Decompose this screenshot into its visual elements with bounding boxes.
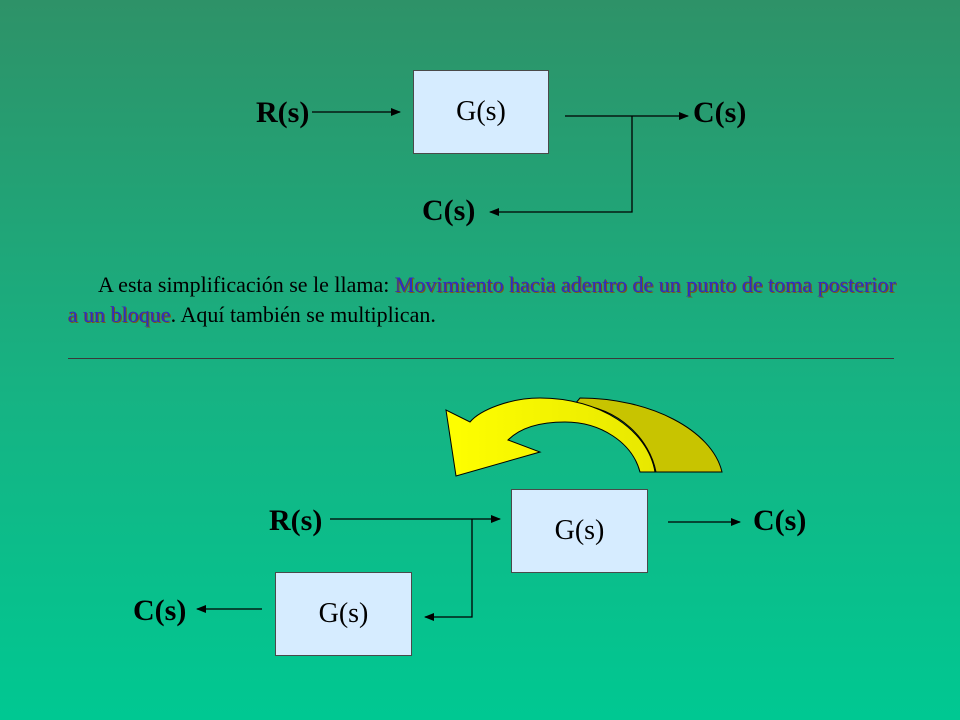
section-divider [68, 358, 894, 359]
top-output-label: C(s) [693, 96, 747, 129]
bottom-main-gs-label: G(s) [554, 515, 605, 546]
bottom-branch-path [424, 519, 473, 621]
paragraph-lead: A esta simplificación se le llama: [98, 272, 395, 297]
top-feedback-label: C(s) [422, 194, 476, 227]
bottom-main-gs-block: G(s) [511, 489, 648, 573]
top-feedback-path [489, 116, 633, 216]
bottom-branch-gs-block: G(s) [275, 572, 412, 656]
bottom-output-label: C(s) [753, 504, 807, 537]
bottom-branch-gs-label: G(s) [318, 598, 369, 629]
bottom-input-label: R(s) [269, 504, 323, 537]
paragraph-highlight: Movimiento hacia adentro de un punto de … [68, 272, 896, 327]
paragraph-tail: . Aquí también se multiplican. [170, 302, 436, 327]
top-gs-block: G(s) [413, 70, 549, 154]
bottom-branch-output-label: C(s) [133, 594, 187, 627]
top-input-label: R(s) [256, 96, 310, 129]
explanation-paragraph: A esta simplificación se le llama: Movim… [68, 270, 898, 330]
top-gs-block-label: G(s) [456, 96, 506, 127]
move-arrow-icon [445, 397, 723, 477]
